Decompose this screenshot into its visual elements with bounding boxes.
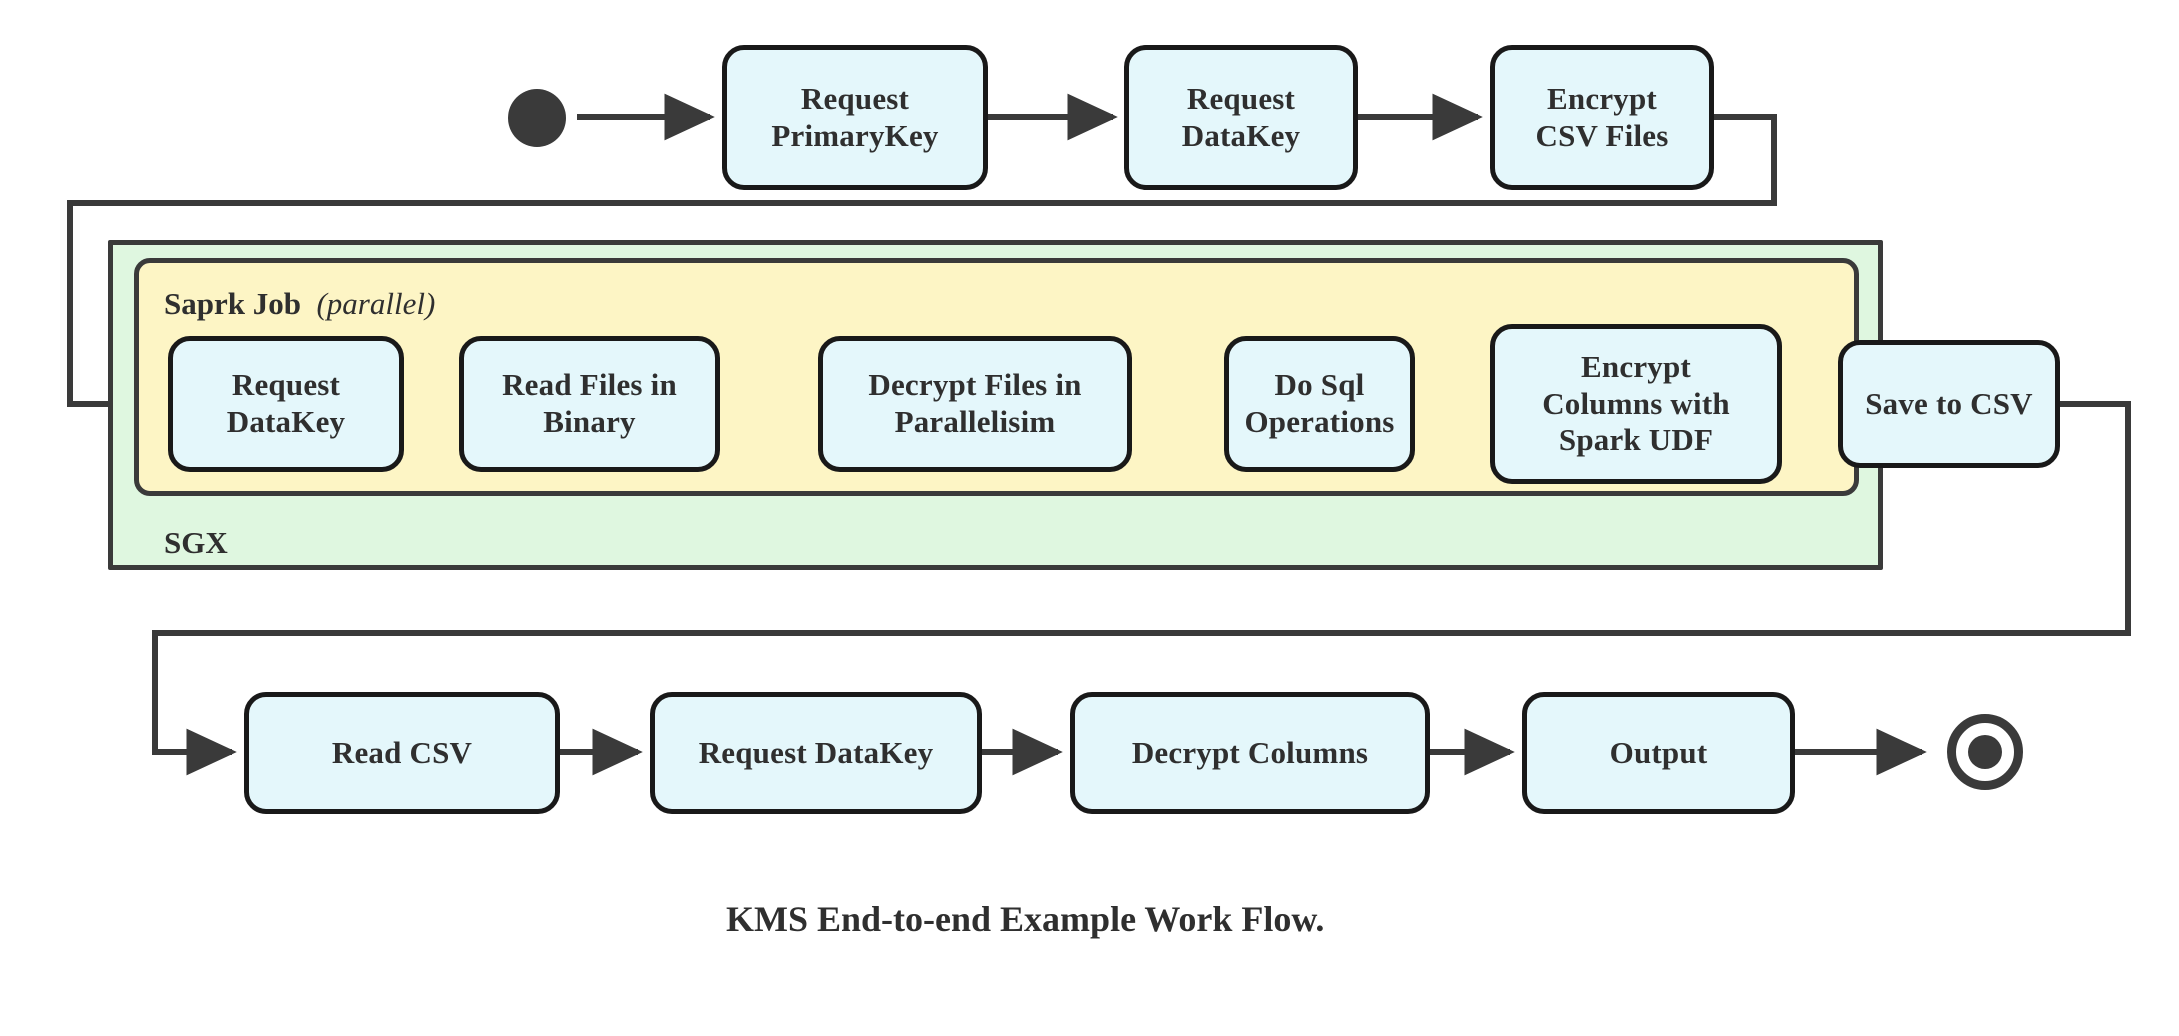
spark-job-label-space	[301, 286, 317, 321]
node-encrypt-columns-with-spark-udf[interactable]: Encrypt Columns with Spark UDF	[1490, 324, 1782, 484]
node-request-datakey-bottom[interactable]: Request DataKey	[650, 692, 982, 814]
node-read-files-in-binary[interactable]: Read Files in Binary	[459, 336, 720, 472]
spark-job-region-label: Saprk Job (parallel)	[164, 286, 435, 322]
end-node-inner-dot	[1968, 735, 2002, 769]
node-decrypt-columns[interactable]: Decrypt Columns	[1070, 692, 1430, 814]
spark-job-modifier-text: (parallel)	[316, 286, 436, 321]
diagram-caption: KMS End-to-end Example Work Flow.	[726, 899, 1325, 939]
node-decrypt-files-in-parallelisim[interactable]: Decrypt Files in Parallelisim	[818, 336, 1132, 472]
spark-job-label-text: Saprk Job	[164, 286, 301, 321]
node-read-csv[interactable]: Read CSV	[244, 692, 560, 814]
connector-save-csv-to-read-csv	[152, 401, 2131, 776]
node-do-sql-operations[interactable]: Do Sql Operations	[1224, 336, 1415, 472]
node-save-to-csv[interactable]: Save to CSV	[1838, 340, 2060, 468]
sgx-region-label: SGX	[164, 525, 228, 560]
node-request-datakey-spark[interactable]: Request DataKey	[168, 336, 404, 472]
connector-encrypt-csv-to-spark-datakey	[67, 114, 1777, 428]
node-request-datakey-top[interactable]: Request DataKey	[1124, 45, 1358, 190]
node-encrypt-csv-files[interactable]: Encrypt CSV Files	[1490, 45, 1714, 190]
start-node	[508, 89, 566, 147]
node-output[interactable]: Output	[1522, 692, 1795, 814]
node-request-primarykey[interactable]: Request PrimaryKey	[722, 45, 988, 190]
